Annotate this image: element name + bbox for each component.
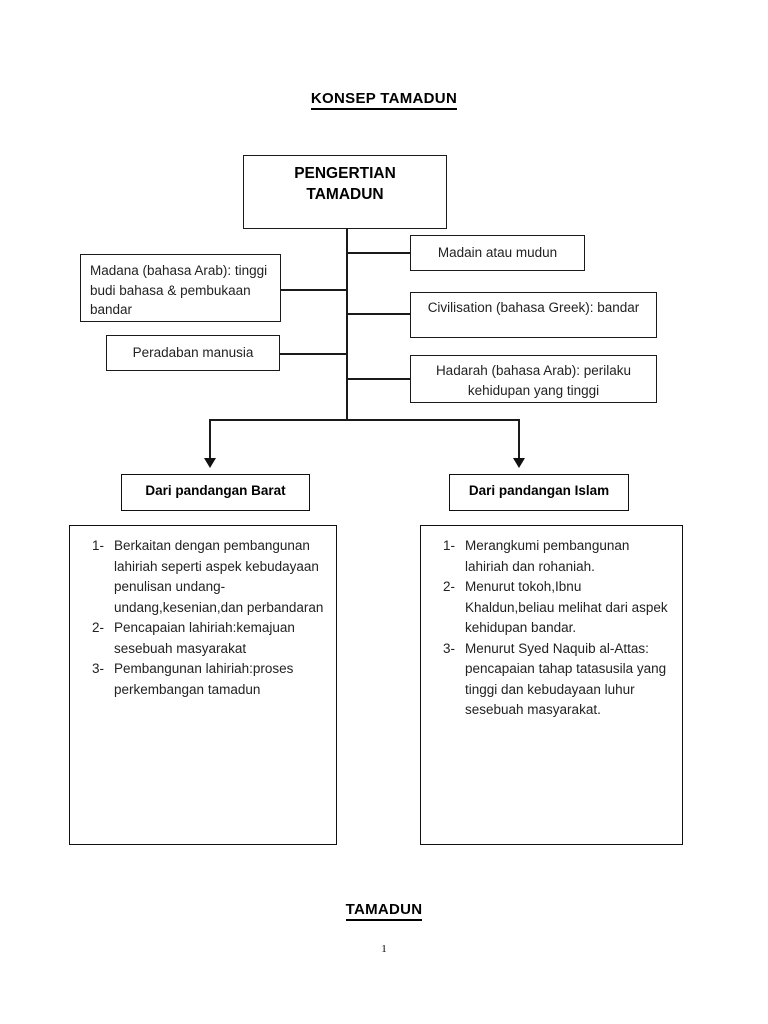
list-item-text: Pembangunan lahiriah:proses perkembangan… <box>114 661 294 697</box>
connector-fork-horizontal <box>209 419 519 421</box>
list-item: 3- Pembangunan lahiriah:proses perkemban… <box>92 659 324 700</box>
connector-to-hadarah <box>346 378 410 380</box>
page-footer-title-text: TAMADUN <box>345 901 423 921</box>
node-peradaban-text: Peradaban manusia <box>132 345 254 360</box>
node-hadarah-text: Hadarah (bahasa Arab): perilaku kehidupa… <box>435 363 632 398</box>
list-pandangan-islam: 1- Merangkumi pembangunan lahiriah dan r… <box>421 526 682 721</box>
connector-to-civilisation <box>346 313 410 315</box>
list-item-marker: 1- <box>443 538 456 553</box>
list-item-text: Menurut Syed Naquib al-Attas: pencapaian… <box>465 640 667 718</box>
heading-pandangan-islam: Dari pandangan Islam <box>449 474 629 511</box>
list-item-text: Pencapaian lahiriah:kemajuan sesebuah ma… <box>114 620 295 656</box>
node-madain: Madain atau mudun <box>410 235 585 271</box>
connector-spine-vertical <box>346 229 348 419</box>
connector-to-madain <box>346 252 410 254</box>
node-pengertian-tamadun-content: PENGERTIAN TAMADUN <box>244 156 446 212</box>
node-pengertian-tamadun: PENGERTIAN TAMADUN <box>243 155 447 229</box>
list-item-marker: 3- <box>92 661 105 677</box>
heading-pandangan-barat-text: Dari pandangan Barat <box>145 483 286 498</box>
list-item-marker: 3- <box>443 640 456 656</box>
page-number: 1 <box>381 943 387 955</box>
list-item: 1- Merangkumi pembangunan lahiriah dan r… <box>443 536 670 577</box>
node-civilisation-text: Civilisation (bahasa Greek): bandar <box>427 300 640 315</box>
list-pandangan-barat: 1- Berkaitan dengan pembangunan lahiriah… <box>70 526 336 700</box>
page-title: KONSEP TAMADUN <box>0 90 768 110</box>
list-item: 3- Menurut Syed Naquib al-Attas: pencapa… <box>443 639 670 721</box>
list-item-marker: 2- <box>92 620 105 636</box>
panel-pandangan-barat: 1- Berkaitan dengan pembangunan lahiriah… <box>69 525 337 845</box>
panel-pandangan-islam: 1- Merangkumi pembangunan lahiriah dan r… <box>420 525 683 845</box>
connector-to-peradaban <box>280 353 347 355</box>
list-item-text: Menurut tokoh,Ibnu Khaldun,beliau meliha… <box>465 579 668 636</box>
node-pengertian-tamadun-line1: PENGERTIAN <box>294 165 396 182</box>
connector-fork-left-stem <box>209 419 211 460</box>
list-item: 1- Berkaitan dengan pembangunan lahiriah… <box>92 536 324 618</box>
list-item-text: Merangkumi pembangunan lahiriah dan roha… <box>465 538 630 574</box>
connector-to-madana <box>281 289 347 291</box>
list-item: 2- Menurut tokoh,Ibnu Khaldun,beliau mel… <box>443 577 670 639</box>
node-madana: Madana (bahasa Arab): tinggi budi bahasa… <box>80 254 281 322</box>
list-item-marker: 2- <box>443 579 456 595</box>
node-madana-text: Madana (bahasa Arab): tinggi budi bahasa… <box>90 263 268 318</box>
node-civilisation: Civilisation (bahasa Greek): bandar <box>410 292 657 338</box>
page-footer-title: TAMADUN <box>0 901 768 921</box>
heading-pandangan-barat: Dari pandangan Barat <box>121 474 310 511</box>
list-item-text: Berkaitan dengan pembangunan lahiriah se… <box>114 538 324 615</box>
node-pengertian-tamadun-line2: TAMADUN <box>306 185 384 203</box>
node-hadarah: Hadarah (bahasa Arab): perilaku kehidupa… <box>410 355 657 403</box>
list-item: 2- Pencapaian lahiriah:kemajuan sesebuah… <box>92 618 324 659</box>
connector-fork-right-stem <box>518 419 520 460</box>
arrow-head-right-icon <box>513 458 525 468</box>
arrow-head-left-icon <box>204 458 216 468</box>
heading-pandangan-islam-text: Dari pandangan Islam <box>468 483 610 498</box>
node-peradaban: Peradaban manusia <box>106 335 280 371</box>
node-madain-text: Madain atau mudun <box>437 245 558 260</box>
list-item-marker: 1- <box>92 538 105 553</box>
page-title-text: KONSEP TAMADUN <box>310 90 458 110</box>
